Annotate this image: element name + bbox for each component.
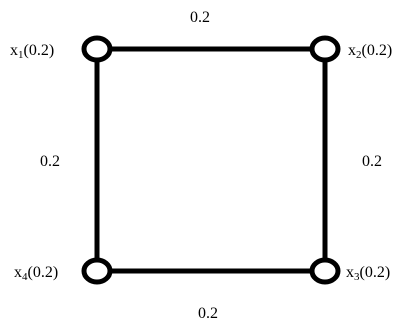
node-label-x1: x1(0.2): [10, 42, 54, 61]
node-x1: [81, 35, 113, 63]
node-label-x4: x4(0.2): [14, 264, 58, 283]
node-x2: [309, 35, 341, 63]
node-x4: [81, 257, 113, 285]
node-x3: [309, 257, 341, 285]
edge-label-left: 0.2: [40, 153, 60, 170]
edge-label-top: 0.2: [190, 9, 210, 26]
node-label-x3: x3(0.2): [346, 264, 390, 283]
node-label-x2: x2(0.2): [348, 42, 392, 61]
edge-label-bottom: 0.2: [198, 305, 218, 322]
edge-label-right: 0.2: [362, 153, 382, 170]
